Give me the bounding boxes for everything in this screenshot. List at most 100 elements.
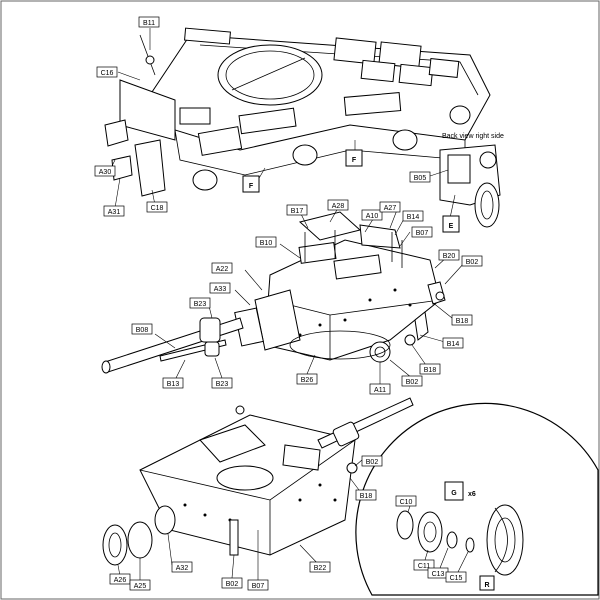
part-labels: B11 C16 A30 A31 C18 F F Back view right …: [94, 16, 504, 591]
svg-text:A27: A27: [384, 205, 397, 212]
label-b18-right: B18: [451, 314, 473, 326]
svg-text:B14: B14: [447, 341, 460, 348]
svg-text:B23: B23: [194, 301, 207, 308]
svg-text:B02: B02: [366, 459, 379, 466]
tag-r: R: [479, 575, 495, 591]
svg-text:B07: B07: [252, 583, 265, 590]
label-a22: A22: [211, 262, 233, 274]
label-c13: C13: [427, 567, 449, 579]
label-b05: B05: [409, 171, 431, 183]
label-b20: B20: [438, 249, 460, 261]
label-b26: B26: [296, 373, 318, 385]
tag-e: E: [442, 215, 460, 233]
label-a30: A30: [94, 165, 116, 177]
svg-text:C10: C10: [400, 499, 413, 506]
svg-text:A11: A11: [374, 387, 386, 394]
svg-text:B18: B18: [360, 493, 373, 500]
label-b14-right: B14: [442, 337, 464, 349]
svg-text:C18: C18: [151, 205, 164, 212]
turret-assembly-drawing: [101, 211, 446, 374]
svg-text:B02: B02: [226, 581, 239, 588]
svg-text:B05: B05: [414, 175, 427, 182]
label-a32: A32: [171, 561, 193, 573]
label-b18-lower: B18: [419, 363, 441, 375]
label-a31: A31: [103, 205, 125, 217]
label-b14-top: B14: [402, 210, 424, 222]
back-view-caption: Back view right side: [442, 133, 504, 140]
svg-text:B18: B18: [456, 318, 469, 325]
svg-text:A31: A31: [108, 209, 121, 216]
svg-text:C13: C13: [432, 571, 445, 578]
back-view-inset: [439, 144, 501, 228]
label-b18-rear: B18: [355, 489, 377, 501]
label-b11: B11: [138, 16, 160, 28]
label-b02-rear: B02: [361, 455, 383, 467]
label-c18: C18: [146, 201, 168, 213]
label-b07-bottom: B07: [247, 579, 269, 591]
svg-text:F: F: [352, 157, 357, 164]
turret-rear-drawing: [102, 397, 414, 566]
svg-text:C15: C15: [450, 575, 463, 582]
hull-assembly-drawing: [104, 27, 491, 197]
label-b23-upper: B23: [189, 297, 211, 309]
svg-text:B11: B11: [143, 20, 155, 27]
svg-text:A26: A26: [114, 577, 127, 584]
wheel-detail-inset: [355, 402, 599, 596]
label-b10: B10: [255, 236, 277, 248]
label-a27: A27: [379, 201, 401, 213]
svg-text:B22: B22: [314, 565, 327, 572]
svg-text:R: R: [484, 582, 489, 589]
label-c11: C11: [413, 559, 435, 571]
label-b02-right: B02: [461, 255, 483, 267]
label-a26: A26: [109, 573, 131, 585]
svg-text:B13: B13: [167, 381, 180, 388]
svg-text:E: E: [449, 223, 454, 230]
svg-text:B14: B14: [407, 214, 420, 221]
svg-text:A32: A32: [176, 565, 189, 572]
svg-text:B02: B02: [406, 379, 419, 386]
label-b08: B08: [131, 323, 153, 335]
label-a33: A33: [209, 282, 231, 294]
label-b23-lower: B23: [211, 377, 233, 389]
svg-text:B07: B07: [416, 230, 429, 237]
svg-text:F: F: [249, 183, 254, 190]
svg-text:B26: B26: [301, 377, 314, 384]
label-a25: A25: [129, 579, 151, 591]
turret-leader-lines: [154, 207, 466, 385]
svg-text:B08: B08: [136, 327, 149, 334]
svg-text:A25: A25: [134, 583, 147, 590]
tag-f-1: F: [242, 175, 260, 193]
svg-text:Back view right side: Back view right side: [442, 133, 504, 140]
label-b17: B17: [286, 204, 308, 216]
svg-text:A30: A30: [99, 169, 112, 176]
svg-text:B23: B23: [216, 381, 229, 388]
svg-text:A10: A10: [366, 213, 379, 220]
svg-text:A22: A22: [216, 266, 229, 273]
svg-text:A28: A28: [332, 203, 345, 210]
label-b02-lower: B02: [401, 375, 423, 387]
svg-text:G: G: [451, 490, 457, 497]
label-b07-top: B07: [411, 226, 433, 238]
svg-text:B17: B17: [291, 208, 304, 215]
wheel-leader-lines: [407, 505, 469, 573]
quantity-x6: x6: [468, 491, 476, 498]
svg-text:A33: A33: [214, 286, 227, 293]
label-c15: C15: [445, 571, 467, 583]
svg-text:B10: B10: [260, 240, 273, 247]
svg-text:x6: x6: [468, 491, 476, 498]
tag-f-2: F: [345, 149, 363, 167]
tag-g: G: [444, 481, 464, 501]
svg-text:B02: B02: [466, 259, 479, 266]
svg-text:C11: C11: [418, 563, 430, 570]
label-b13: B13: [162, 377, 184, 389]
svg-text:B20: B20: [443, 253, 456, 260]
label-a28: A28: [327, 199, 349, 211]
label-a11: A11: [369, 383, 391, 395]
label-b22: B22: [309, 561, 331, 573]
label-b02-bottom: B02: [221, 577, 243, 589]
svg-text:C16: C16: [101, 70, 114, 77]
svg-text:B18: B18: [424, 367, 437, 374]
label-a10: A10: [361, 209, 383, 221]
label-c16: C16: [96, 66, 118, 78]
